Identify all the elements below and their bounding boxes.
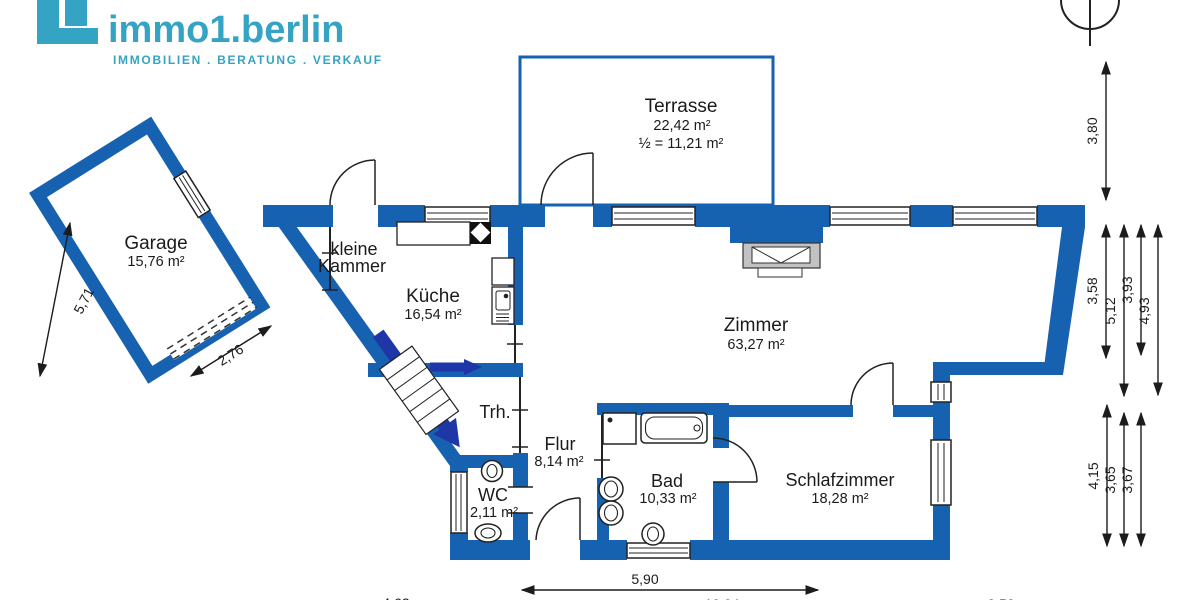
wc-area: 2,11 m² bbox=[470, 505, 518, 521]
terrace: Terrasse 22,42 m² ½ = 11,21 m² bbox=[518, 55, 775, 207]
shower-icon bbox=[602, 412, 637, 445]
brand-tagline: IMMOBILIEN . BERATUNG . VERKAUF bbox=[113, 53, 383, 67]
svg-text:3,93: 3,93 bbox=[1119, 276, 1135, 303]
bad-area: 10,33 m² bbox=[639, 491, 696, 507]
wc-fixtures bbox=[474, 459, 504, 543]
kitchen-counter bbox=[396, 221, 471, 246]
flur-label: Flur bbox=[545, 434, 576, 454]
bad-radiator-window bbox=[626, 542, 691, 559]
svg-text:3,80: 3,80 bbox=[1084, 117, 1100, 144]
dimension-lines-bottom: 4,62 5,90 10,04 3,52 bbox=[382, 571, 1014, 600]
wc-basin-icon bbox=[474, 523, 502, 543]
entrance-door bbox=[535, 497, 581, 541]
wc-window bbox=[450, 471, 468, 534]
terrace-area: 22,42 m² bbox=[653, 118, 710, 134]
stove-icon bbox=[470, 222, 491, 244]
kueche-label: Küche bbox=[406, 286, 460, 307]
svg-text:3,65: 3,65 bbox=[1102, 466, 1118, 493]
kitchen-fixtures bbox=[396, 221, 515, 325]
top-wall-window bbox=[424, 206, 1038, 226]
bad-label: Bad bbox=[651, 471, 683, 491]
kammer-label-line1: kleine bbox=[330, 239, 377, 259]
svg-text:5,12: 5,12 bbox=[1102, 297, 1118, 324]
svg-text:4,15: 4,15 bbox=[1085, 462, 1101, 489]
kueche-area: 16,54 m² bbox=[404, 307, 461, 323]
fireplace-icon bbox=[730, 227, 823, 278]
bad-door bbox=[712, 437, 758, 483]
sink-icon bbox=[491, 257, 515, 325]
stair-treads bbox=[378, 345, 460, 436]
kammer-label-line2: Kammer bbox=[318, 256, 386, 276]
thin-partitions bbox=[322, 227, 610, 514]
svg-text:3,67: 3,67 bbox=[1119, 466, 1135, 493]
schlafzimmer-door bbox=[850, 362, 894, 406]
terrace-label: Terrasse bbox=[645, 96, 718, 117]
schlafzimmer-window bbox=[930, 381, 952, 506]
trh-label: Trh. bbox=[479, 402, 510, 422]
brand-logo: immo1.berlin IMMOBILIEN . BERATUNG . VER… bbox=[37, 0, 383, 67]
svg-text:10,04: 10,04 bbox=[704, 596, 739, 600]
staircase bbox=[372, 329, 482, 448]
toilet-icon bbox=[641, 522, 665, 546]
wc-label: WC bbox=[478, 485, 508, 505]
svg-text:3,52: 3,52 bbox=[987, 596, 1014, 600]
flur-area: 8,14 m² bbox=[534, 454, 583, 470]
svg-text:4,62: 4,62 bbox=[382, 595, 409, 600]
zimmer-area: 63,27 m² bbox=[727, 337, 784, 353]
zimmer-label: Zimmer bbox=[724, 315, 789, 336]
garage: Garage 15,76 m² 5,71 2,76 bbox=[29, 116, 273, 384]
garage-area: 15,76 m² bbox=[127, 254, 184, 270]
dimension-lines-right bbox=[1101, 60, 1163, 548]
room-labels: kleine Kammer Küche 16,54 m² Zimmer 63,2… bbox=[318, 239, 895, 521]
svg-text:5,90: 5,90 bbox=[631, 571, 658, 587]
dimension-labels-right: 3,80 3,58 5,12 3,93 4,93 4,15 3,65 3,67 bbox=[1084, 117, 1152, 493]
stair-landing-arrow bbox=[430, 359, 482, 375]
schlafzimmer-label: Schlafzimmer bbox=[785, 470, 894, 490]
wc-toilet-icon bbox=[480, 459, 504, 483]
schlafzimmer-area: 18,28 m² bbox=[811, 491, 868, 507]
doors bbox=[329, 152, 894, 541]
garage-label: Garage bbox=[124, 233, 187, 254]
l1-logo-icon bbox=[37, 0, 98, 44]
bad-fixtures bbox=[598, 412, 708, 546]
kammer-terrace-door bbox=[329, 159, 376, 206]
terrace-door bbox=[540, 152, 594, 206]
washbasin-icon bbox=[598, 476, 624, 526]
compass-icon bbox=[1060, 0, 1120, 46]
svg-text:4,93: 4,93 bbox=[1136, 297, 1152, 324]
terrace-half-area: ½ = 11,21 m² bbox=[639, 136, 724, 152]
bathtub-icon bbox=[640, 412, 708, 444]
garage-window bbox=[172, 170, 212, 219]
brand-name: immo1.berlin bbox=[108, 9, 345, 51]
svg-text:3,58: 3,58 bbox=[1084, 277, 1100, 304]
windows bbox=[424, 206, 1038, 559]
